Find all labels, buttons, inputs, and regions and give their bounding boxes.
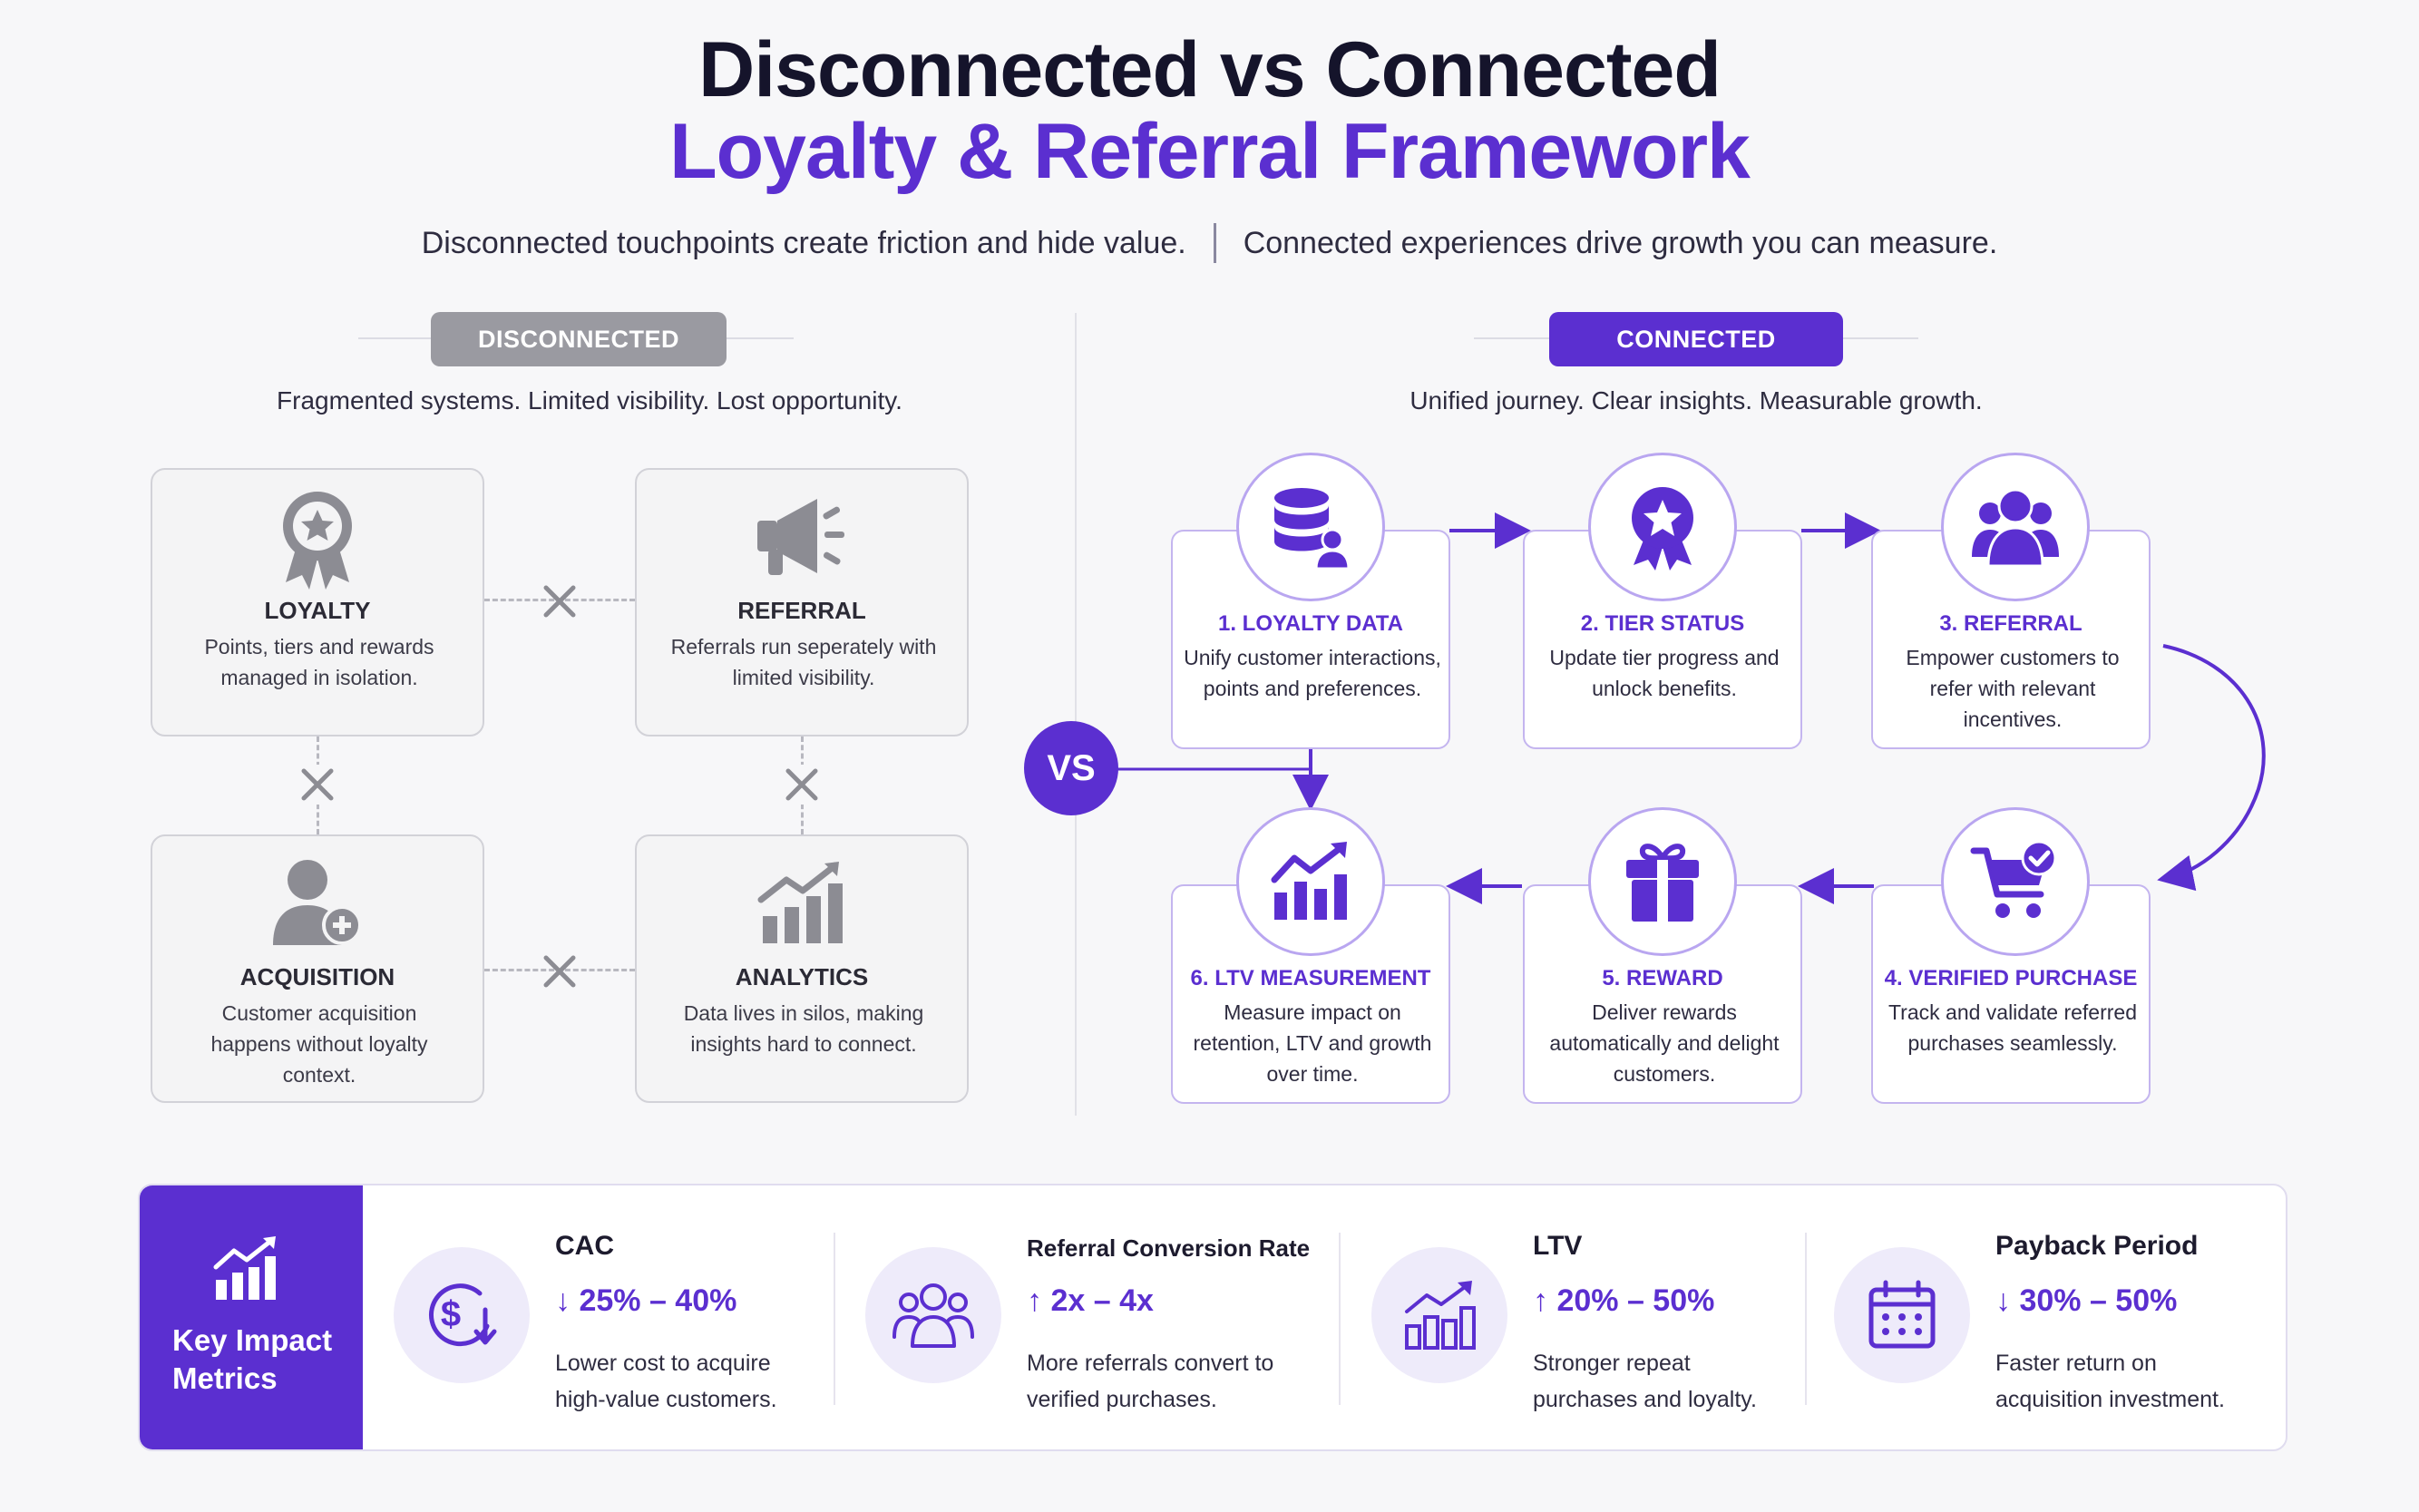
metric-value: ↑ 20% – 50% bbox=[1533, 1283, 1715, 1318]
acquisition-box: ACQUISITION Customer acquisition happens… bbox=[151, 834, 484, 1103]
disconnected-pill: DISCONNECTED bbox=[431, 312, 727, 366]
analytics-box: ANALYTICS Data lives in silos, making in… bbox=[635, 834, 969, 1103]
key-impact-metrics-panel: Key Impact Metrics $ CAC ↓ 25% – 40% Low… bbox=[138, 1184, 2287, 1451]
gift-icon bbox=[1626, 844, 1699, 922]
metric-referral-conversion: Referral Conversion Rate ↑ 2x – 4x More … bbox=[865, 1185, 1337, 1449]
users-group-icon bbox=[892, 1283, 974, 1348]
acquisition-title: ACQUISITION bbox=[239, 963, 395, 990]
loyalty-box: LOYALTY Points, tiers and rewards manage… bbox=[151, 468, 484, 736]
bar-chart-up-icon bbox=[213, 1236, 276, 1300]
metric-icon-circle bbox=[1371, 1247, 1507, 1383]
step-icon-circle bbox=[1236, 807, 1385, 956]
referral-title: REFERRAL bbox=[737, 597, 866, 624]
vs-badge: VS bbox=[1024, 721, 1118, 815]
step-desc: Empower customers to refer with relevant… bbox=[1906, 646, 2120, 731]
step-desc: Deliver rewards automatically and deligh… bbox=[1549, 1000, 1780, 1086]
step-desc: Track and validate referred purchases se… bbox=[1887, 1000, 2137, 1055]
subtitle-left: Disconnected touchpoints create friction… bbox=[421, 225, 1186, 260]
referral-box: REFERRAL Referrals run seperately with l… bbox=[635, 468, 969, 736]
step-icon-circle bbox=[1588, 453, 1737, 601]
metric-desc: Faster return on acquisition investment. bbox=[1995, 1351, 2225, 1412]
metric-icon-circle bbox=[1834, 1247, 1970, 1383]
loyalty-title: LOYALTY bbox=[264, 597, 371, 624]
subtitle-separator bbox=[1213, 223, 1216, 263]
step-title: 3. REFERRAL bbox=[1939, 611, 2082, 636]
step-title: 4. VERIFIED PURCHASE bbox=[1884, 966, 2138, 990]
metric-label: Referral Conversion Rate bbox=[1027, 1234, 1311, 1262]
metric-value: ↓ 30% – 50% bbox=[1995, 1283, 2178, 1318]
dollar-down-icon: $ bbox=[428, 1283, 497, 1347]
title-line-2: Loyalty & Referral Framework bbox=[669, 108, 1751, 195]
bar-chart-up-icon bbox=[1405, 1281, 1476, 1350]
connected-tagline: Unified journey. Clear insights. Measura… bbox=[1409, 386, 1983, 415]
metric-icon-circle: $ bbox=[394, 1247, 530, 1383]
metric-desc: More referrals convert to verified purch… bbox=[1027, 1351, 1274, 1412]
database-user-icon bbox=[1274, 488, 1351, 571]
step-desc: Update tier progress and unlock benefits… bbox=[1549, 646, 1780, 700]
svg-text:$: $ bbox=[441, 1294, 461, 1334]
metric-label: Payback Period bbox=[1995, 1231, 2199, 1261]
step-title: 6. LTV MEASUREMENT bbox=[1190, 966, 1431, 990]
star-badge-icon bbox=[1632, 487, 1693, 571]
metric-divider bbox=[834, 1233, 835, 1405]
analytics-title: ANALYTICS bbox=[735, 963, 869, 990]
subtitle-right: Connected experiences drive growth you c… bbox=[1243, 225, 1998, 260]
loyalty-desc: Points, tiers and rewards managed in iso… bbox=[204, 635, 434, 689]
x-mark-icon bbox=[782, 765, 822, 805]
award-badge-icon bbox=[283, 492, 352, 590]
calendar-icon bbox=[1868, 1280, 1936, 1349]
connected-pill: CONNECTED bbox=[1549, 312, 1843, 366]
x-mark-icon bbox=[540, 951, 580, 991]
key-impact-title: Key Impact Metrics bbox=[172, 1323, 333, 1395]
metric-value: ↓ 25% – 40% bbox=[555, 1283, 737, 1318]
metric-icon-circle bbox=[865, 1247, 1001, 1383]
step-title: 1. LOYALTY DATA bbox=[1217, 611, 1404, 636]
metric-divider bbox=[1805, 1233, 1807, 1405]
disconnected-tagline: Fragmented systems. Limited visibility. … bbox=[277, 386, 902, 415]
megaphone-icon bbox=[757, 499, 844, 575]
metric-desc: Stronger repeat purchases and loyalty. bbox=[1533, 1351, 1757, 1412]
x-mark-icon bbox=[540, 581, 580, 621]
cart-check-icon bbox=[1970, 840, 2057, 918]
title-line-1: Disconnected vs Connected bbox=[698, 26, 1722, 113]
step-title: 2. TIER STATUS bbox=[1580, 611, 1745, 636]
metric-label: CAC bbox=[555, 1231, 614, 1261]
metric-desc: Lower cost to acquire high-value custome… bbox=[555, 1351, 777, 1412]
step-icon-circle bbox=[1941, 807, 2090, 956]
analytics-desc: Data lives in silos, making insights har… bbox=[683, 1001, 924, 1056]
key-impact-header: Key Impact Metrics bbox=[140, 1185, 363, 1449]
user-add-icon bbox=[273, 860, 362, 945]
step-title: 5. REWARD bbox=[1602, 966, 1723, 990]
chart-growth-icon bbox=[1271, 842, 1347, 920]
metric-payback-period: Payback Period ↓ 30% – 50% Faster return… bbox=[1834, 1185, 2269, 1449]
center-divider bbox=[1075, 313, 1077, 1116]
acquisition-desc: Customer acquisition happens without loy… bbox=[210, 1001, 428, 1087]
metric-ltv: LTV ↑ 20% – 50% Stronger repeat purchase… bbox=[1371, 1185, 1825, 1449]
chart-growth-icon bbox=[757, 862, 843, 943]
metric-cac: $ CAC ↓ 25% – 40% Lower cost to acquire … bbox=[394, 1185, 777, 1449]
metric-label: LTV bbox=[1533, 1231, 1583, 1261]
step-desc: Measure impact on retention, LTV and gro… bbox=[1193, 1000, 1432, 1086]
x-mark-icon bbox=[297, 765, 337, 805]
step-icon-circle bbox=[1236, 453, 1385, 601]
users-group-icon bbox=[1972, 488, 2059, 568]
step-desc: Unify customer interactions, points and … bbox=[1184, 646, 1441, 700]
step-icon-circle bbox=[1588, 807, 1737, 956]
subtitle: Disconnected touchpoints create friction… bbox=[0, 223, 2419, 263]
step-icon-circle bbox=[1941, 453, 2090, 601]
metric-divider bbox=[1339, 1233, 1341, 1405]
referral-desc: Referrals run seperately with limited vi… bbox=[670, 635, 937, 689]
metric-value: ↑ 2x – 4x bbox=[1027, 1283, 1154, 1318]
